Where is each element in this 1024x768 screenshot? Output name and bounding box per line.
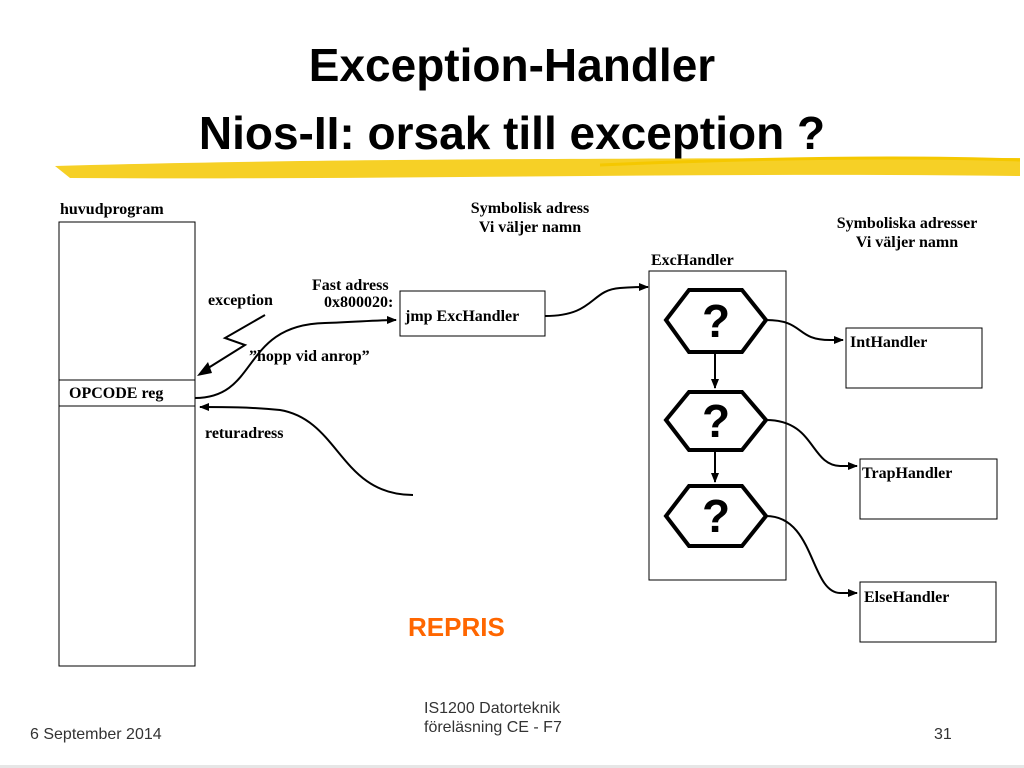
decision-question-2: ? (701, 395, 731, 447)
trap-handler-box (859, 458, 998, 520)
slide-title-line2: Nios-II: orsak till exception ? (198, 107, 826, 159)
else-handler-box (859, 581, 997, 643)
symbolic-address-line1: Symbolisk adress (470, 200, 590, 217)
symbolic-addresses-caption: Symboliska adresser Vi väljer namn (795, 214, 1019, 252)
decision-hexagon-2 (663, 390, 769, 452)
jump-instruction-label: jmp ExcHandler (405, 308, 520, 325)
int-handler-label: IntHandler (850, 334, 928, 351)
arrow-to-int-handler (765, 319, 844, 344)
arrow-to-trap-handler (765, 419, 858, 470)
title-highlight-stroke-thin (599, 156, 1021, 167)
bottom-rule (0, 765, 1024, 768)
symbolic-addresses-line2: Vi väljer namn (855, 234, 959, 252)
decision-hexagon-1 (663, 288, 769, 354)
fixed-address-label: Fast adress (312, 277, 389, 294)
decision-question-1: ? (701, 295, 731, 347)
decision-question-3: ? (701, 490, 731, 542)
jump-instruction-box (399, 290, 546, 337)
call-jump-label: ”hopp vid anrop” (249, 348, 370, 365)
symbolic-address-line2: Vi väljer namn (478, 219, 582, 237)
slide-title-line1: Exception-Handler (308, 39, 716, 91)
symbolic-address-caption: Symbolisk adress Vi väljer namn (430, 199, 630, 237)
exception-bolt (204, 314, 266, 371)
opcode-reg-label: OPCODE reg (69, 385, 164, 402)
call-arrow (194, 316, 397, 399)
symbolic-addresses-line1: Symboliska adresser (836, 215, 978, 232)
footer-course-line2: föreläsning CE - F7 (424, 719, 562, 737)
opcode-reg-box (58, 379, 196, 407)
trap-handler-label: TrapHandler (862, 465, 953, 482)
arrow-to-else-handler (765, 515, 858, 597)
footer-course: IS1200 Datorteknik föreläsning CE - F7 (424, 699, 562, 737)
exception-label: exception (208, 292, 273, 309)
main-program-label: huvudprogram (60, 201, 164, 218)
int-handler-box (845, 327, 983, 389)
footer-date: 6 September 2014 (30, 726, 162, 743)
exc-handler-label: ExcHandler (651, 252, 734, 269)
jump-arrow (544, 283, 649, 317)
repris-label: REPRIS (408, 612, 505, 642)
decision-hexagon-3 (663, 484, 769, 548)
title-highlight-stroke (55, 158, 1020, 179)
else-handler-label: ElseHandler (864, 589, 950, 606)
main-program-box (58, 221, 196, 667)
fixed-address-value: 0x800020: (324, 294, 394, 311)
return-arrow (199, 403, 414, 496)
footer-course-line1: IS1200 Datorteknik (424, 700, 561, 717)
return-address-label: returadress (205, 425, 284, 442)
footer-page-number: 31 (934, 726, 952, 743)
